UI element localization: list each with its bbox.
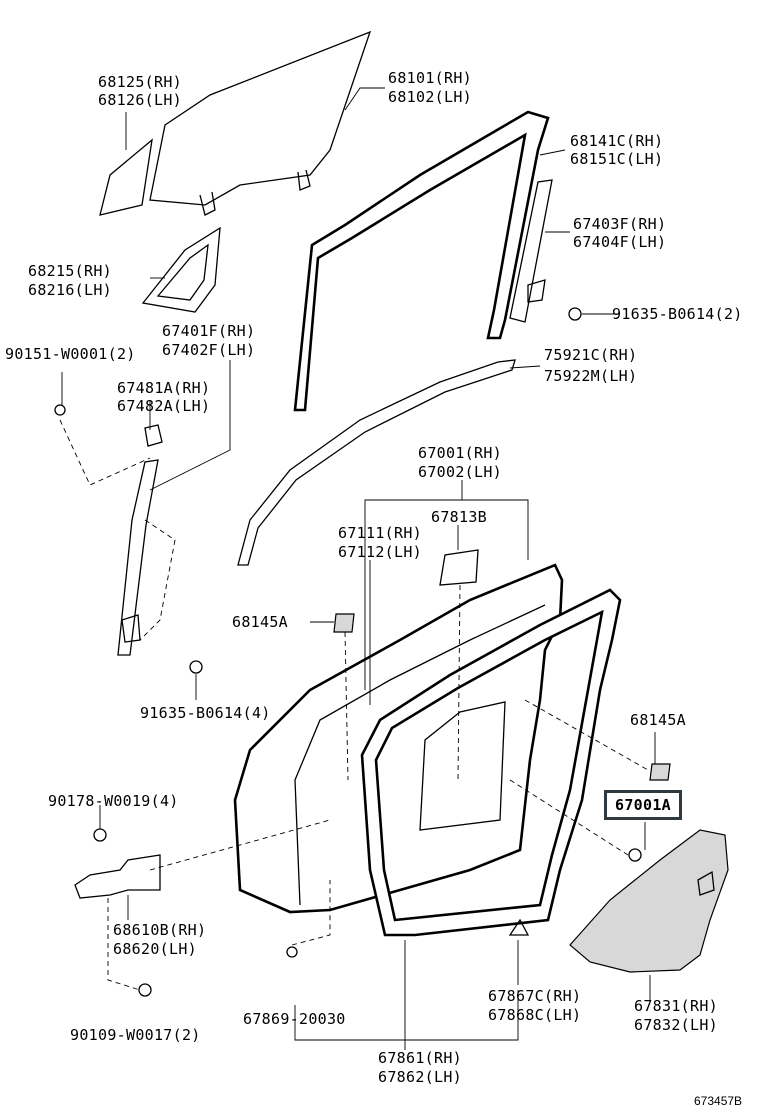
label-68126: 68126(LH) — [98, 91, 182, 109]
service-hole-cover — [439, 549, 479, 586]
label-91635-b0614-2: 91635-B0614(2) — [612, 305, 743, 323]
vent-glass — [141, 226, 221, 313]
door-trim-panel — [569, 829, 729, 973]
label-75921c: 75921C(RH) — [544, 346, 638, 364]
label-67813b: 67813B — [431, 508, 487, 526]
label-67001: 67001(RH) — [418, 444, 502, 462]
label-68102: 68102(LH) — [388, 88, 472, 106]
label-67401f: 67401F(RH) — [162, 322, 256, 340]
label-68151c: 68151C(LH) — [570, 150, 664, 168]
pad-right — [649, 763, 671, 781]
label-68141c: 68141C(RH) — [570, 132, 664, 150]
label-90109: 90109-W0017(2) — [70, 1026, 201, 1044]
label-67481a: 67481A(RH) — [117, 379, 211, 397]
label-68215: 68215(RH) — [28, 262, 112, 280]
label-67861: 67861(RH) — [378, 1049, 462, 1067]
label-68610b: 68610B(RH) — [113, 921, 207, 939]
division-bar — [509, 179, 553, 323]
glass-run-channel — [293, 110, 550, 412]
label-67002: 67002(LH) — [418, 463, 502, 481]
quarter-glass — [99, 138, 153, 216]
label-90151: 90151-W0001(2) — [5, 345, 136, 363]
label-67832: 67832(LH) — [634, 1016, 718, 1034]
diagram-reference-code: 673457B — [694, 1094, 743, 1108]
label-68101: 68101(RH) — [388, 69, 472, 87]
door-hinge — [74, 854, 161, 899]
label-67112: 67112(LH) — [338, 543, 422, 561]
label-68125: 68125(RH) — [98, 73, 182, 91]
door-glass — [149, 30, 372, 206]
label-67402f: 67402F(LH) — [162, 341, 256, 359]
label-67404f: 67404F(LH) — [573, 233, 667, 251]
label-67111: 67111(RH) — [338, 524, 422, 542]
label-90178: 90178-W0019(4) — [48, 792, 179, 810]
label-75922m: 75922M(LH) — [544, 367, 638, 385]
label-68620: 68620(LH) — [113, 940, 197, 958]
label-91635-b0614-4: 91635-B0614(4) — [140, 704, 271, 722]
label-67862: 67862(LH) — [378, 1068, 462, 1086]
label-68216: 68216(LH) — [28, 281, 112, 299]
label-67403f: 67403F(RH) — [573, 215, 667, 233]
label-67867c: 67867C(RH) — [488, 987, 582, 1005]
label-68145a-left: 68145A — [232, 613, 288, 631]
label-67831: 67831(RH) — [634, 997, 718, 1015]
label-68145a-right: 68145A — [630, 711, 686, 729]
door-weatherstrip — [360, 588, 622, 937]
label-67869: 67869-20030 — [243, 1010, 346, 1028]
label-67001a-highlighted[interactable]: 67001A — [604, 790, 682, 820]
label-67868c: 67868C(LH) — [488, 1006, 582, 1024]
belt-moulding — [237, 359, 516, 566]
rear-channel — [117, 459, 159, 656]
label-67482a: 67482A(LH) — [117, 397, 211, 415]
pad-left — [333, 613, 355, 633]
